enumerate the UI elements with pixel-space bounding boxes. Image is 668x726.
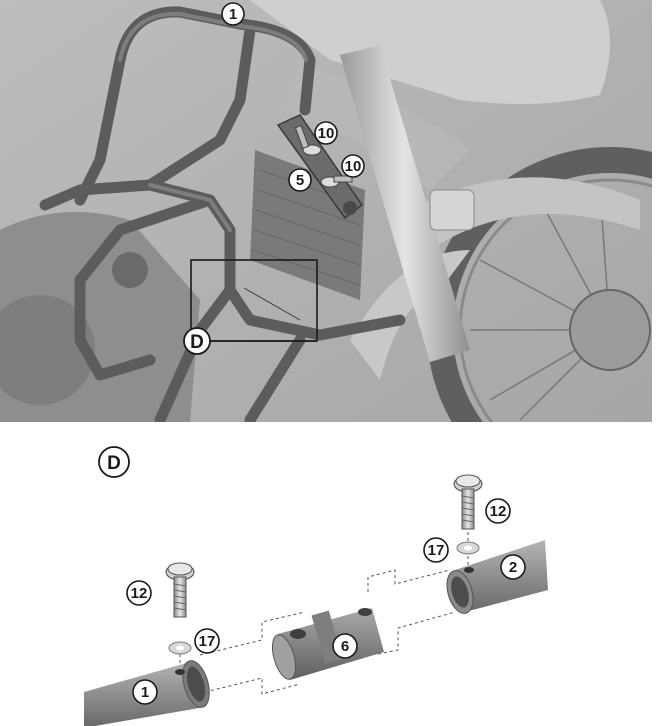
svg-text:1: 1: [141, 684, 149, 701]
callout-12-left: 12: [126, 580, 152, 606]
screw-12-left: [165, 562, 195, 618]
engine-cover: [0, 295, 95, 405]
detail-pointer: [243, 287, 301, 321]
svg-text:17: 17: [199, 633, 216, 650]
crash-bar-highlight: [118, 11, 308, 232]
front-fork: [340, 45, 470, 362]
svg-text:D: D: [190, 332, 204, 353]
callout-6: 6: [332, 633, 358, 659]
callout-1-photo: 1: [221, 2, 245, 26]
connector-6: [271, 608, 384, 680]
svg-text:5: 5: [296, 172, 304, 189]
callout-17-right: 17: [423, 537, 449, 563]
svg-text:10: 10: [318, 125, 335, 142]
callout-10-lower: 10: [341, 154, 365, 178]
callout-5: 5: [288, 168, 312, 192]
svg-text:10: 10: [345, 158, 362, 175]
callout-1-detail: 1: [132, 679, 158, 705]
svg-text:D: D: [107, 453, 121, 474]
svg-text:6: 6: [341, 638, 349, 655]
svg-text:2: 2: [509, 559, 517, 576]
callout-17-left: 17: [194, 628, 220, 654]
tube-2: [446, 540, 548, 614]
svg-text:12: 12: [490, 503, 507, 520]
svg-text:1: 1: [229, 6, 237, 23]
engine-cap: [112, 252, 148, 288]
fairing: [250, 0, 610, 104]
svg-text:17: 17: [428, 542, 445, 559]
fork-clamp: [429, 189, 475, 231]
callout-2: 2: [500, 554, 526, 580]
detail-title: D: [98, 446, 130, 478]
svg-text:12: 12: [131, 585, 148, 602]
bolt-upper: [294, 124, 322, 156]
screw-12-right: [453, 474, 483, 530]
bolt-lower: [320, 175, 353, 188]
mounting-bracket: [276, 114, 364, 220]
washer-17-right: [456, 541, 480, 555]
callout-D-photo: D: [183, 327, 211, 355]
washer-17-left: [168, 641, 192, 655]
motorcycle-photo: 1 10 10 5 D: [0, 0, 652, 422]
detail-d-exploded-view: D: [84, 446, 548, 726]
callout-12-right: 12: [485, 498, 511, 524]
callout-10-upper: 10: [314, 121, 338, 145]
